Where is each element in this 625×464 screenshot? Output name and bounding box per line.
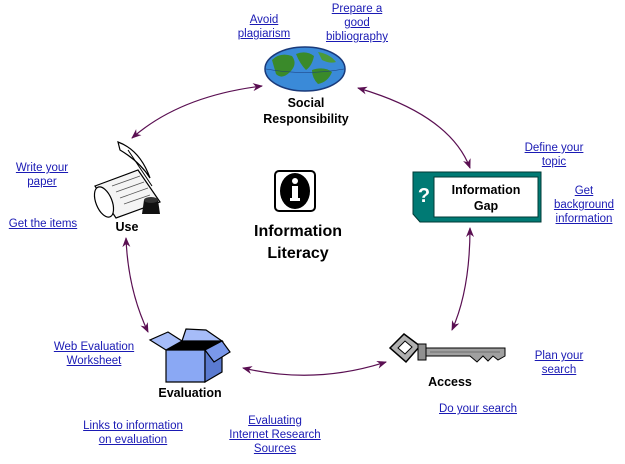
link-do-search[interactable]: Do your search	[430, 402, 526, 416]
link-evaluation-information[interactable]: Links to information on evaluation	[74, 419, 192, 447]
link-web-worksheet-line2: Worksheet	[66, 355, 122, 367]
stage-use: Use	[110, 219, 144, 235]
link-get-background[interactable]: Get background information	[548, 184, 620, 226]
link-evaluation-information-line1: Links to information	[83, 420, 183, 432]
stage-evaluation-label: Evaluation	[158, 386, 222, 400]
center-title-line2: Literacy	[267, 245, 329, 262]
link-define-topic-line2: topic	[541, 156, 567, 168]
center-title-line1: Information	[254, 223, 342, 240]
arrow-access-evaluation	[242, 360, 387, 376]
link-avoid-plagiarism[interactable]: Avoid plagiarism	[228, 13, 300, 41]
stage-information-gap: Information Gap	[438, 182, 534, 214]
stage-evaluation: Evaluation	[148, 385, 232, 401]
link-write-paper[interactable]: Write your paper	[10, 161, 74, 189]
link-prepare-bibliography-line3: bibliography	[325, 31, 388, 43]
arrow-evaluation-use	[122, 237, 149, 333]
link-get-items-line1: Get the items	[8, 218, 78, 230]
link-plan-search[interactable]: Plan your search	[526, 349, 592, 377]
info-icon	[274, 170, 316, 212]
link-web-worksheet-line1: Web Evaluation	[53, 341, 135, 353]
stage-access-label: Access	[428, 375, 472, 389]
link-get-background-line3: information	[555, 213, 613, 225]
stage-access: Access	[420, 374, 480, 390]
link-write-paper-line2: paper	[27, 176, 57, 188]
open-box-icon	[148, 328, 231, 384]
link-get-background-line1: Get	[574, 185, 594, 197]
cycle-arrows	[122, 83, 474, 376]
stage-gap-line2: Gap	[473, 199, 499, 213]
link-do-search-line1: Do your search	[439, 403, 517, 415]
link-get-items[interactable]: Get the items	[4, 217, 82, 231]
link-avoid-plagiarism-line1: Avoid	[249, 14, 279, 26]
svg-text:?: ?	[418, 185, 430, 207]
stage-social-responsibility: Social Responsibility	[250, 95, 362, 127]
link-prepare-bibliography-line1: Prepare a	[331, 3, 383, 15]
link-evaluating-internet-line2: Internet Research	[229, 429, 321, 441]
link-get-background-line2: background	[553, 199, 615, 211]
link-evaluation-information-line2: on evaluation	[98, 434, 168, 446]
arrow-gap-access	[451, 227, 474, 331]
link-evaluating-internet-sources[interactable]: Evaluating Internet Research Sources	[222, 414, 328, 456]
center-title: Information Literacy	[236, 221, 360, 265]
link-define-topic-line1: Define your	[524, 142, 584, 154]
link-plan-search-line2: search	[541, 364, 577, 376]
scroll-quill-icon	[93, 141, 161, 219]
link-plan-search-line1: Plan your	[534, 350, 584, 362]
stage-social-line1: Social	[287, 96, 325, 110]
stage-social-line2: Responsibility	[263, 112, 349, 126]
arrow-social-gap	[357, 86, 471, 169]
link-web-evaluation-worksheet[interactable]: Web Evaluation Worksheet	[46, 340, 142, 368]
stage-gap-line1: Information	[451, 183, 521, 197]
link-define-topic[interactable]: Define your topic	[516, 141, 592, 169]
key-icon	[388, 333, 506, 364]
stage-use-label: Use	[115, 220, 139, 234]
link-evaluating-internet-line1: Evaluating	[248, 415, 302, 427]
question-sign-icon: ?	[412, 171, 542, 223]
link-prepare-bibliography-line2: good	[344, 17, 370, 29]
link-avoid-plagiarism-line2: plagiarism	[237, 28, 291, 40]
link-write-paper-line1: Write your	[15, 162, 69, 174]
globe-map-icon	[264, 46, 346, 92]
arrow-use-social	[131, 83, 263, 139]
link-prepare-bibliography[interactable]: Prepare a good bibliography	[318, 2, 396, 44]
link-evaluating-internet-line3: Sources	[253, 443, 297, 455]
